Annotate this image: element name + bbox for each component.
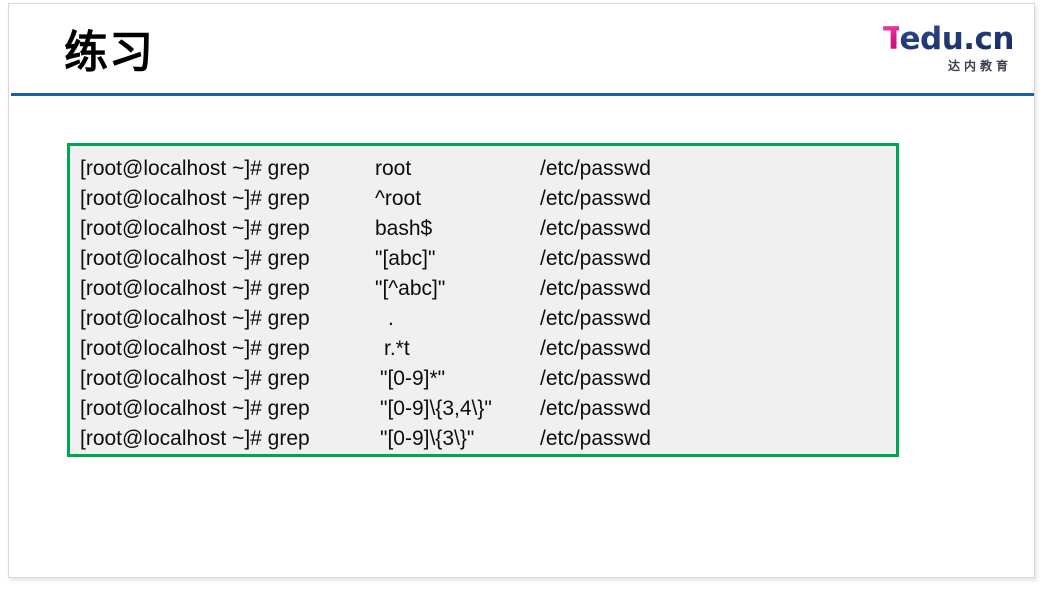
code-line-file: /etc/passwd bbox=[540, 157, 651, 180]
code-line-prompt: [root@localhost ~]# grep bbox=[80, 307, 310, 330]
code-line-prompt: [root@localhost ~]# grep bbox=[80, 337, 310, 360]
code-line-prompt: [root@localhost ~]# grep bbox=[80, 427, 310, 450]
code-line-prompt: [root@localhost ~]# grep bbox=[80, 247, 310, 270]
code-line: [root@localhost ~]# grep "[abc]" /etc/pass… bbox=[80, 244, 896, 274]
header-divider bbox=[11, 93, 1034, 96]
code-line-file: /etc/passwd bbox=[540, 367, 651, 390]
code-line-prompt: [root@localhost ~]# grep bbox=[80, 397, 310, 420]
code-line-prompt: [root@localhost ~]# grep bbox=[80, 277, 310, 300]
code-line-pattern: "[abc]" bbox=[375, 247, 436, 270]
code-line-file: /etc/passwd bbox=[540, 397, 651, 420]
logo-wordmark: Tedu.cn bbox=[866, 21, 1015, 57]
slide-header: 练习 Tedu.cn 达内教育 bbox=[9, 4, 1036, 96]
code-line-prompt: [root@localhost ~]# grep bbox=[80, 187, 310, 210]
code-line: [root@localhost ~]# grep ^root/etc/passwd bbox=[80, 184, 896, 214]
logo-subtitle: 达内教育 bbox=[947, 59, 1012, 73]
code-line-file: /etc/passwd bbox=[540, 247, 651, 270]
code-line-file: /etc/passwd bbox=[540, 217, 651, 240]
code-line-prompt: [root@localhost ~]# grep bbox=[80, 157, 310, 180]
code-line-file: /etc/passwd bbox=[540, 337, 651, 360]
code-line: [root@localhost ~]# grep "[^abc]" /etc/pas… bbox=[80, 274, 896, 304]
code-line: [root@localhost ~]# grep. /etc/passwd bbox=[80, 304, 896, 334]
code-line-pattern: "[0-9]\{3\}" bbox=[380, 427, 475, 450]
logo-letter-t: T bbox=[882, 21, 900, 57]
page-title: 练习 bbox=[64, 27, 154, 78]
code-line-pattern: root bbox=[375, 157, 412, 180]
brand-logo: Tedu.cn 达内教育 bbox=[866, 21, 1015, 74]
logo-wordmark-rest: edu.cn bbox=[899, 21, 1014, 57]
code-line: [root@localhost ~]# grep "[0-9]\{3\}" /etc… bbox=[80, 424, 896, 454]
code-line-prompt: [root@localhost ~]# grep bbox=[80, 217, 310, 240]
code-line-pattern: bash$ bbox=[375, 217, 433, 240]
code-line: [root@localhost ~]# grep root/etc/passwd bbox=[80, 154, 896, 184]
code-line-pattern: . bbox=[388, 307, 394, 330]
code-line: [root@localhost ~]# grep "[0-9]*" /etc/pas… bbox=[80, 364, 896, 394]
code-line-file: /etc/passwd bbox=[540, 427, 651, 450]
code-line-file: /etc/passwd bbox=[540, 187, 651, 210]
slide-page: 练习 Tedu.cn 达内教育 [root@localhost ~]# grep… bbox=[8, 3, 1035, 578]
code-line-file: /etc/passwd bbox=[540, 277, 651, 300]
code-line-pattern: "[0-9]*" bbox=[380, 367, 446, 390]
code-line-prompt: [root@localhost ~]# grep bbox=[80, 367, 310, 390]
code-line-pattern: r.*t bbox=[384, 337, 410, 360]
code-line-pattern: "[^abc]" bbox=[375, 277, 446, 300]
code-line-file: /etc/passwd bbox=[540, 307, 651, 330]
code-line-pattern: "[0-9]\{3,4\}" bbox=[380, 397, 492, 420]
code-line: [root@localhost ~]# grep bash$ /etc/passwd bbox=[80, 214, 896, 244]
code-line: [root@localhost ~]# grep "[0-9]\{3,4\}" /e… bbox=[80, 394, 896, 424]
code-line-pattern: ^root bbox=[375, 187, 422, 210]
code-line: [root@localhost ~]# grep r.*t/etc/passwd bbox=[80, 334, 896, 364]
